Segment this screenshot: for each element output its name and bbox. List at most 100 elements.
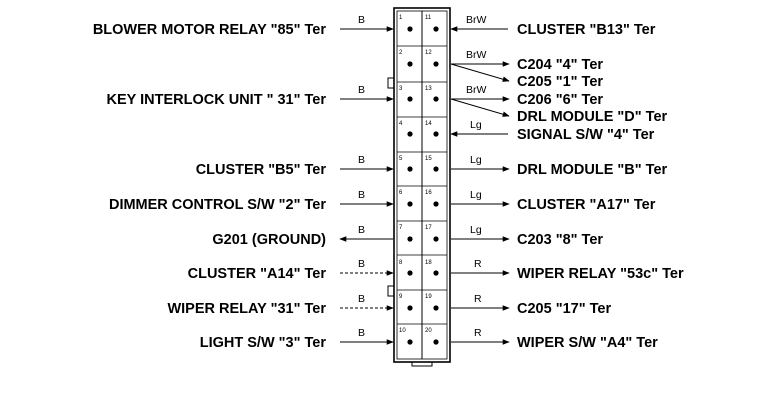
pin-number: 1 [399, 15, 403, 21]
circuit-label: BLOWER MOTOR RELAY "85" Ter [93, 22, 327, 38]
circuit-blower-motor-relay: BLOWER MOTOR RELAY "85" Ter B [93, 14, 394, 38]
pin-number: 11 [425, 15, 432, 21]
pin-terminal [433, 96, 439, 102]
circuit-drl-module-b: Lg DRL MODULE "B" Ter [451, 154, 668, 178]
wire-color-code: Lg [470, 119, 482, 131]
circuit-key-interlock-unit: KEY INTERLOCK UNIT " 31" Ter B [107, 84, 394, 108]
pin-terminal [407, 131, 413, 137]
pin-terminal [433, 61, 439, 67]
circuit-c206: BrW C206 "6" Ter [451, 84, 603, 108]
pin-terminal [433, 26, 439, 32]
pin-terminal [433, 201, 439, 207]
pin-number: 4 [399, 121, 403, 127]
pin-terminal [433, 236, 439, 242]
pin-row: 7 17 [397, 225, 447, 256]
wire-color-code: BrW [466, 49, 487, 61]
circuit-c204: BrW C204 "4" Ter [451, 49, 603, 73]
wire-color-code: B [358, 224, 365, 236]
wire-color-code: R [474, 258, 482, 270]
circuit-label: CLUSTER "A14" Ter [188, 266, 327, 282]
pin-number: 20 [425, 328, 432, 334]
circuit-label: KEY INTERLOCK UNIT " 31" Ter [107, 92, 327, 108]
wire-color-code: Lg [470, 154, 482, 166]
circuit-label: CLUSTER "A17" Ter [517, 197, 656, 213]
circuit-label: C203 "8" Ter [517, 232, 603, 248]
wire-color-code: BrW [466, 84, 487, 96]
pin-row: 4 14 [397, 121, 447, 153]
pin-row: 9 19 [397, 294, 447, 325]
circuit-label: CLUSTER "B5" Ter [196, 162, 327, 178]
circuit-label: DRL MODULE "D" Ter [517, 109, 668, 125]
pin-number: 2 [399, 50, 403, 56]
wire-color-code: R [474, 293, 482, 305]
pin-number: 12 [425, 50, 432, 56]
pin-terminal [407, 236, 413, 242]
right-circuits: BrW CLUSTER "B13" Ter BrW C204 "4" Ter C… [450, 14, 684, 351]
circuit-wiper-switch: R WIPER S/W "A4" Ter [451, 327, 658, 351]
pin-number: 17 [425, 225, 432, 231]
wire-color-code: B [358, 293, 365, 305]
circuit-label: WIPER RELAY "53c" Ter [517, 266, 684, 282]
wire-color-code: Lg [470, 189, 482, 201]
circuit-c203: Lg C203 "8" Ter [451, 224, 603, 248]
left-circuits: BLOWER MOTOR RELAY "85" Ter B KEY INTERL… [93, 14, 394, 351]
pin-terminal [433, 166, 439, 172]
circuit-g201-ground: G201 (GROUND) B [212, 224, 393, 248]
circuit-label: SIGNAL S/W "4" Ter [517, 127, 655, 143]
circuit-light-switch: LIGHT S/W "3" Ter B [200, 327, 394, 351]
circuit-label: LIGHT S/W "3" Ter [200, 335, 327, 351]
connector-body [387, 7, 451, 367]
wire-color-code: Lg [470, 224, 482, 236]
pin-terminal [407, 201, 413, 207]
pin-number: 8 [399, 260, 403, 266]
circuit-label: C205 "17" Ter [517, 301, 611, 317]
pin-terminal [407, 166, 413, 172]
circuit-label: C205 "1" Ter [517, 74, 603, 90]
pin-terminal [407, 305, 413, 311]
circuit-cluster-a14: CLUSTER "A14" Ter B [188, 258, 394, 282]
pin-number: 7 [399, 225, 403, 231]
pin-row: 3 13 [397, 86, 447, 118]
wire-color-code: B [358, 258, 365, 270]
pin-terminal [407, 339, 413, 345]
pin-number: 5 [399, 156, 403, 162]
pin-number: 19 [425, 294, 432, 300]
wire-arrow [450, 63, 510, 82]
circuit-label: WIPER RELAY "31" Ter [167, 301, 326, 317]
circuit-label: G201 (GROUND) [212, 232, 326, 248]
pin-row: 6 16 [397, 190, 447, 222]
wire-arrow [450, 98, 510, 117]
circuit-cluster-b5: CLUSTER "B5" Ter B [196, 154, 394, 178]
pin-row: 8 18 [397, 260, 447, 291]
pin-number: 16 [425, 190, 432, 196]
wire-color-code: B [358, 14, 365, 26]
pin-number: 9 [399, 294, 403, 300]
pin-number: 15 [425, 156, 432, 162]
circuit-wiper-relay-53c: R WIPER RELAY "53c" Ter [451, 258, 684, 282]
pin-row: 10 20 [399, 328, 439, 345]
pin-row: 2 12 [397, 50, 447, 83]
pin-terminal [433, 305, 439, 311]
pin-number: 14 [425, 121, 432, 127]
circuit-label: C206 "6" Ter [517, 92, 603, 108]
pin-terminal [433, 131, 439, 137]
circuit-c205-17: R C205 "17" Ter [451, 293, 611, 317]
circuit-dimmer-control: DIMMER CONTROL S/W "2" Ter B [109, 189, 394, 213]
wire-color-code: B [358, 189, 365, 201]
circuit-signal-switch: Lg SIGNAL S/W "4" Ter [450, 119, 655, 143]
circuit-cluster-b13: BrW CLUSTER "B13" Ter [450, 14, 656, 38]
pin-terminal [407, 96, 413, 102]
pin-terminal [407, 61, 413, 67]
circuit-label: CLUSTER "B13" Ter [517, 22, 656, 38]
pin-number: 6 [399, 190, 403, 196]
circuit-label: WIPER S/W "A4" Ter [517, 335, 658, 351]
circuit-c205-1: C205 "1" Ter [450, 63, 603, 90]
circuit-label: DIMMER CONTROL S/W "2" Ter [109, 197, 326, 213]
circuit-cluster-a17: Lg CLUSTER "A17" Ter [451, 189, 656, 213]
pin-row: 1 11 [397, 15, 447, 47]
wire-color-code: B [358, 84, 365, 96]
circuit-label: DRL MODULE "B" Ter [517, 162, 668, 178]
pin-terminal [433, 339, 439, 345]
circuit-wiper-relay-31: WIPER RELAY "31" Ter B [167, 293, 394, 317]
pin-number: 10 [399, 328, 406, 334]
